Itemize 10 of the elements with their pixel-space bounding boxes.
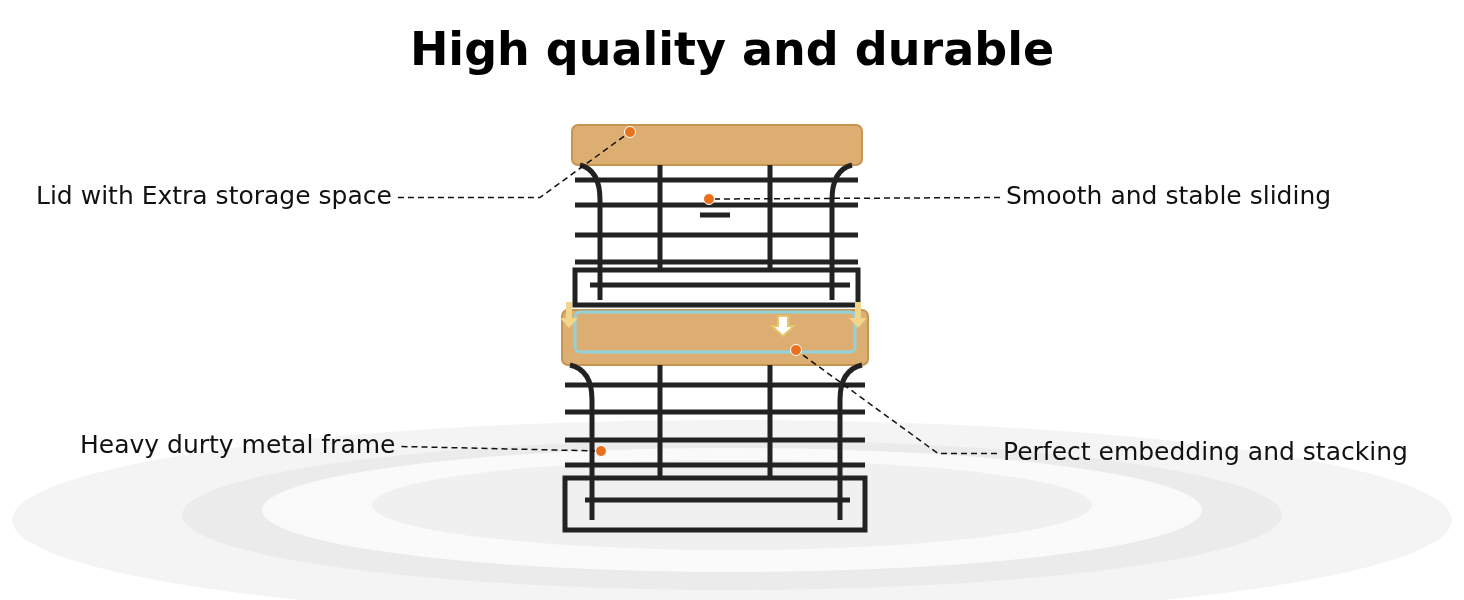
leader-line bbox=[714, 196, 1001, 200]
leader-line bbox=[400, 445, 596, 452]
callout-label: Perfect embedding and stacking bbox=[1003, 437, 1408, 466]
title: High quality and durable bbox=[408, 22, 1056, 76]
leader-line bbox=[397, 134, 626, 199]
callout-label: Heavy durty metal frame bbox=[80, 430, 396, 459]
callout-label: Lid with Extra storage space bbox=[36, 181, 392, 210]
callout-label: Smooth and stable sliding bbox=[1006, 181, 1332, 210]
leader-line bbox=[800, 352, 998, 455]
marker-dot bbox=[703, 193, 715, 205]
